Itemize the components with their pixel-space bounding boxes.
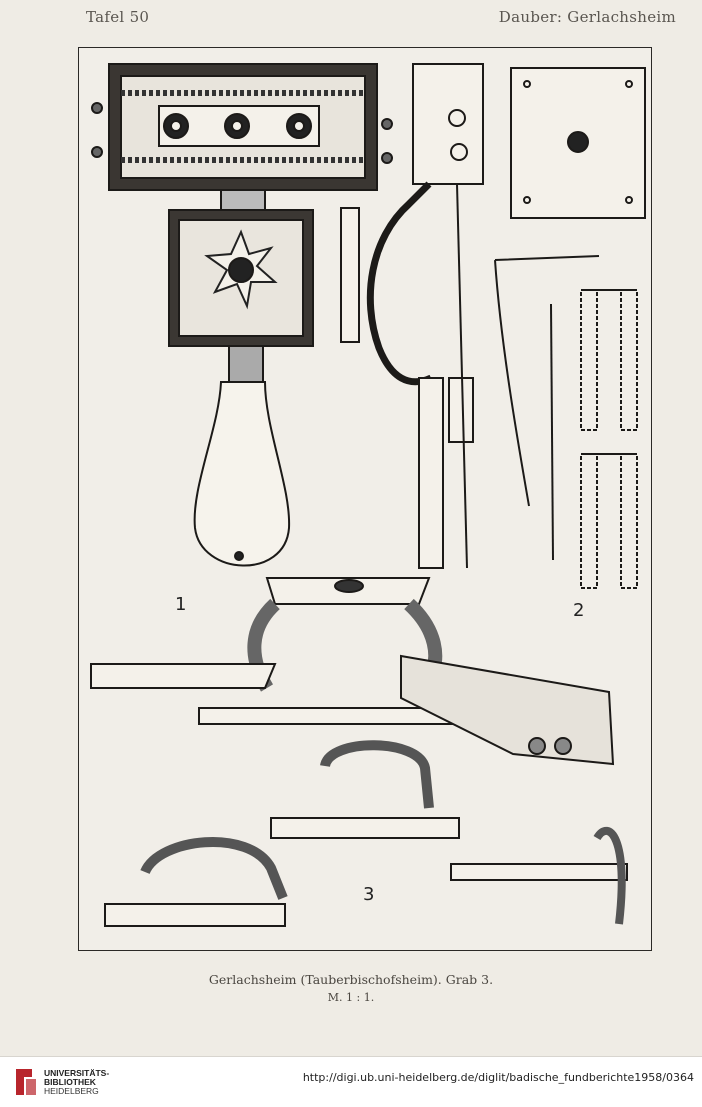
viewer-footer: UNIVERSITÄTS- BIBLIOTHEK HEIDELBERG http… bbox=[0, 1056, 702, 1107]
figure-number-1: 1 bbox=[175, 594, 187, 615]
fig1-headplate bbox=[91, 63, 393, 191]
fig3-brooch-large bbox=[90, 577, 615, 766]
running-head: Dauber: Gerlachsheim bbox=[498, 8, 676, 26]
plate-frame: 1 2 3 bbox=[78, 47, 652, 951]
figure-number-2: 2 bbox=[573, 600, 585, 621]
scanned-page: Tafel 50 Dauber: Gerlachsheim bbox=[78, 8, 676, 1004]
library-name: UNIVERSITÄTS- BIBLIOTHEK HEIDELBERG bbox=[44, 1068, 110, 1096]
fig1-side-view bbox=[340, 63, 484, 569]
plate-caption: Gerlachsheim (Tauberbischofsheim). Grab … bbox=[208, 972, 494, 987]
fig1-footplate bbox=[168, 189, 314, 567]
plate-label: Tafel 50 bbox=[86, 8, 150, 26]
fig3-brooch-small bbox=[104, 740, 628, 927]
figure-number-3: 3 bbox=[363, 884, 375, 905]
fibula-drawings bbox=[90, 63, 646, 927]
fig2-fragments bbox=[494, 67, 646, 589]
permalink-url[interactable]: http://digi.ub.uni-heidelberg.de/diglit/… bbox=[302, 1071, 694, 1084]
heidelberg-library-logo-icon bbox=[16, 1069, 36, 1095]
scale-note: M. 1 : 1. bbox=[327, 991, 375, 1004]
